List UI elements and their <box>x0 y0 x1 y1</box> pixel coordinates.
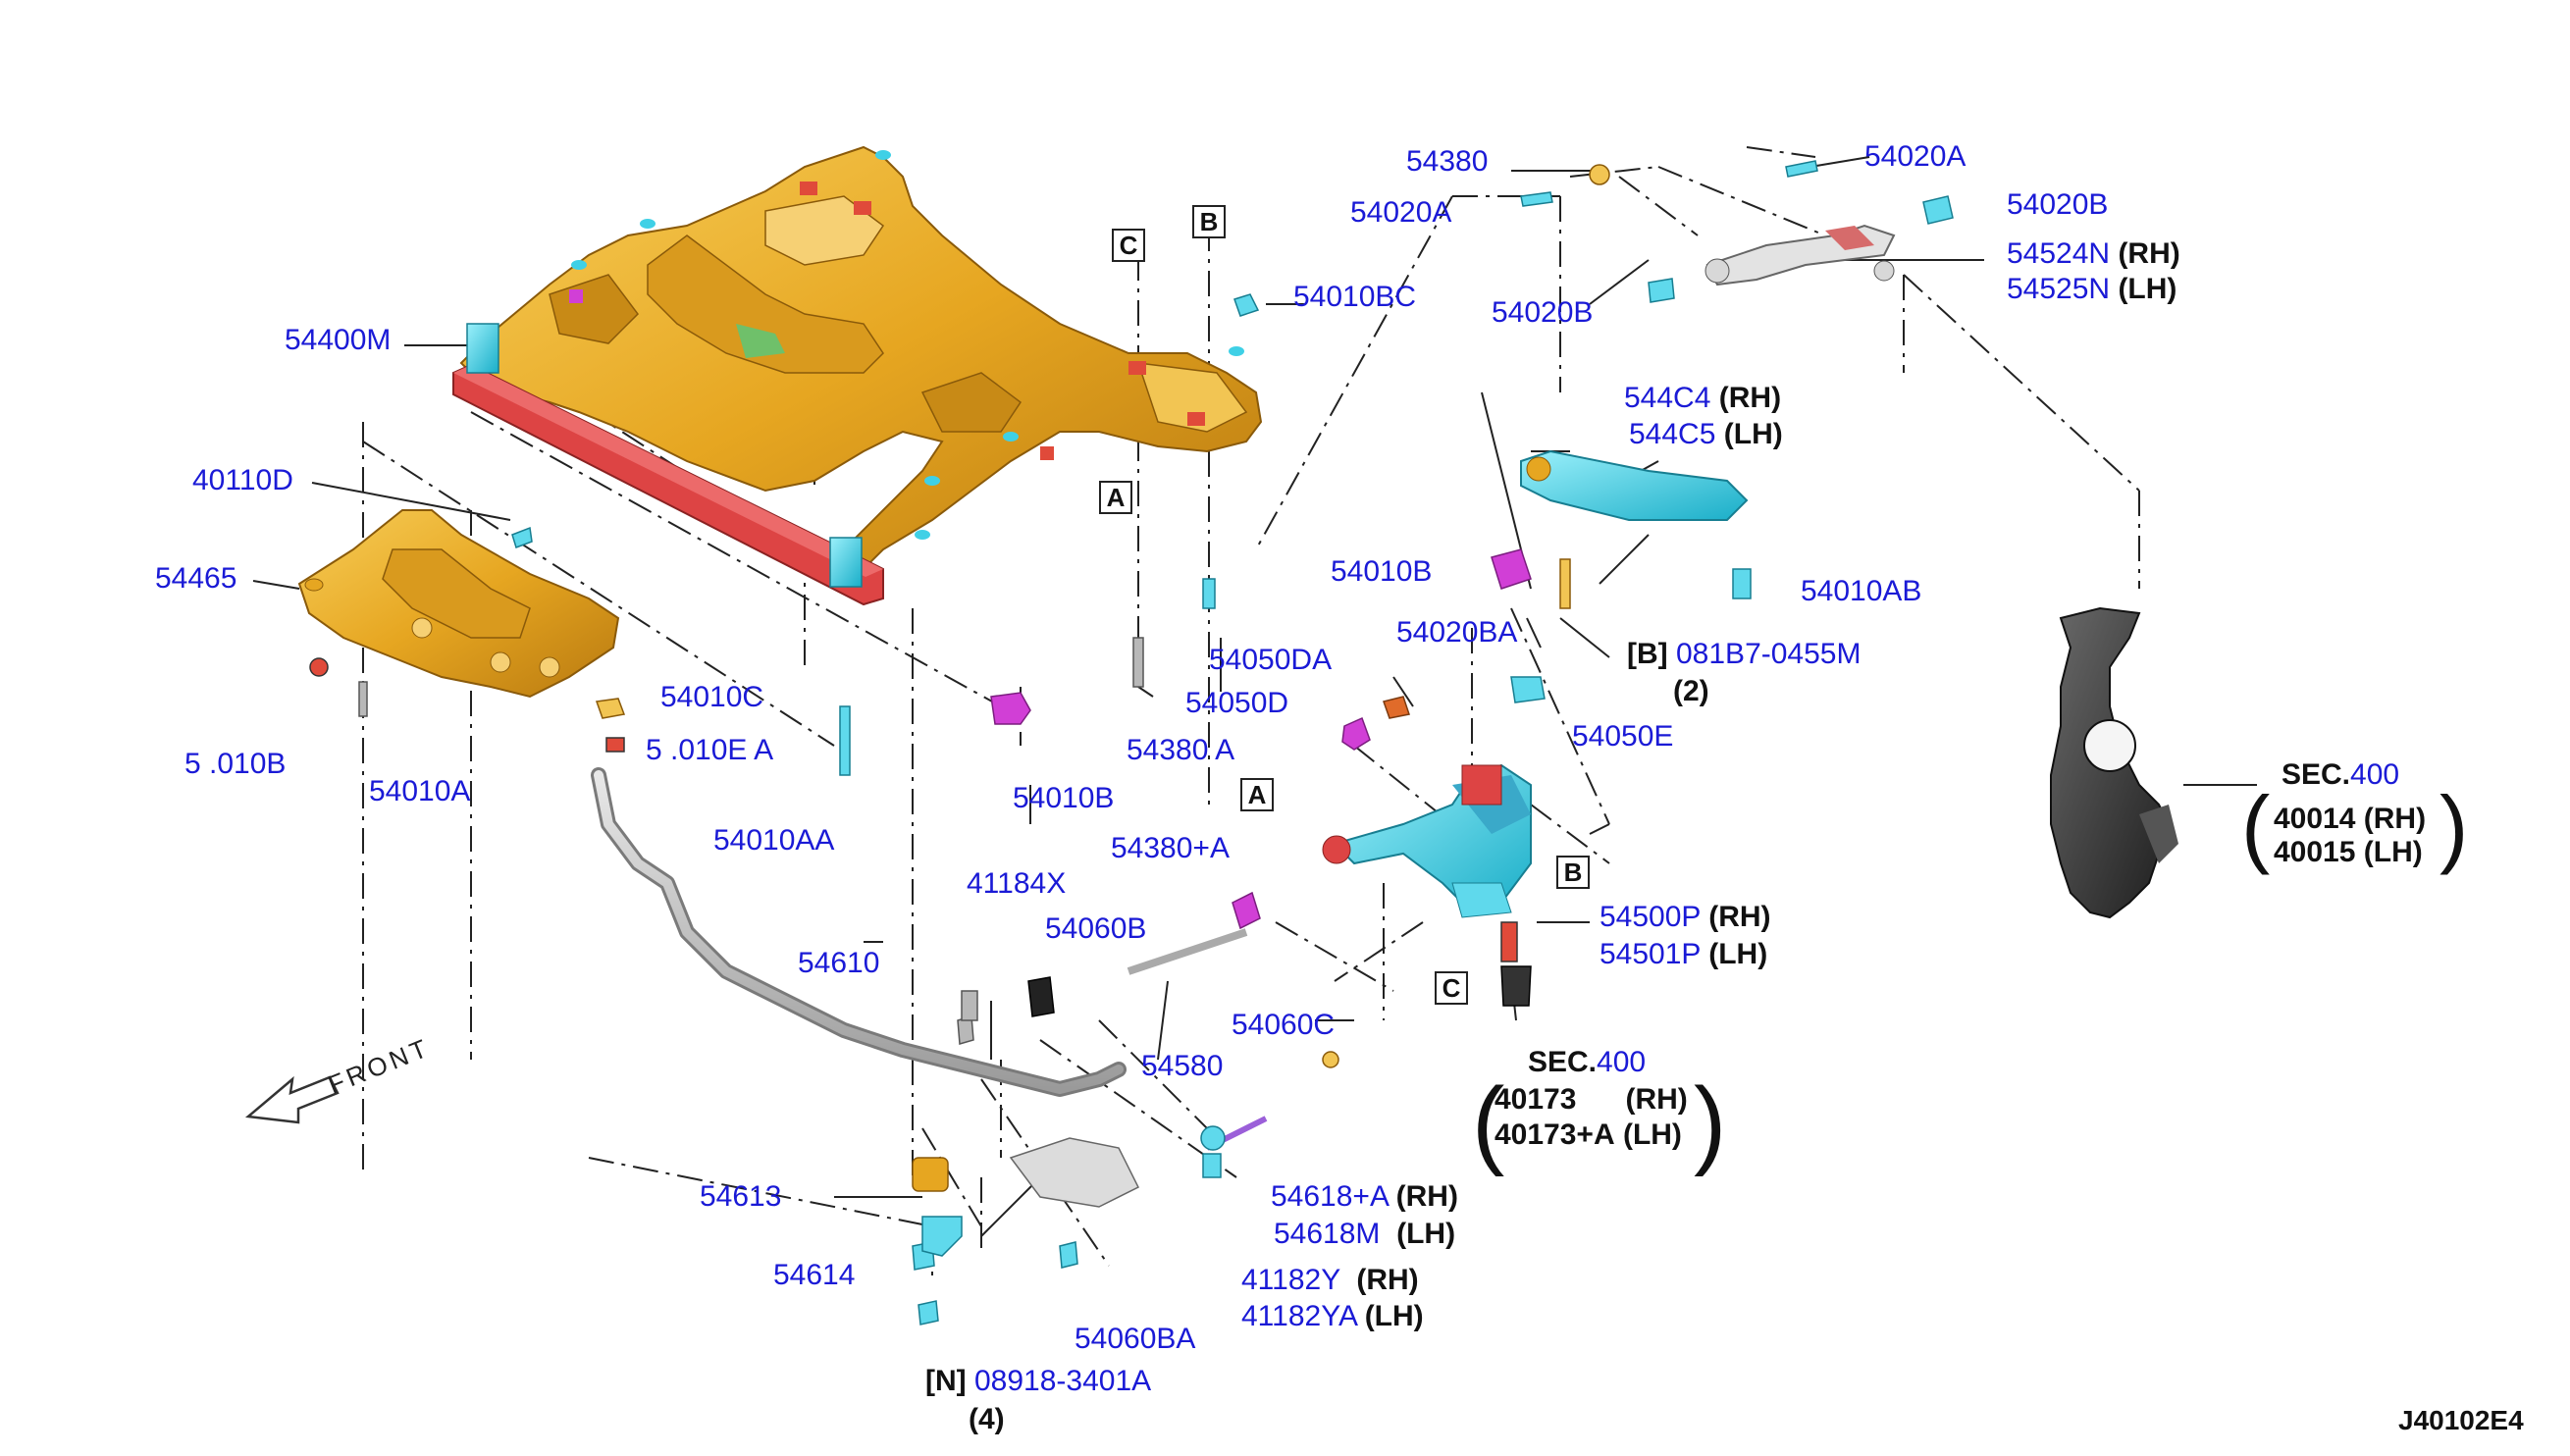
stabilizer-hardware <box>912 990 1268 1257</box>
label-40173[interactable]: 40173 (RH) <box>1495 1083 1688 1116</box>
label-40110d[interactable]: 40110D <box>192 464 293 496</box>
ref-marker-a-top: A <box>1099 481 1132 514</box>
label-54020b-right[interactable]: 54020B <box>2007 188 2109 221</box>
label-40173-a[interactable]: 40173+A (LH) <box>1495 1118 1682 1151</box>
label-081b7-0455m[interactable]: [B] 081B7-0455M <box>1627 638 1862 670</box>
label-54010ea-partial[interactable]: 5 .010E A <box>646 734 774 766</box>
callout-lines <box>252 156 2257 1237</box>
label-54501p[interactable]: 54501P (LH) <box>1600 938 1768 970</box>
paren-left-balljoint: ( <box>1472 1067 1505 1177</box>
label-54020a-right[interactable]: 54020A <box>1864 140 1967 173</box>
lateral-arm <box>1520 449 1749 521</box>
ref-marker-c-lower: C <box>1435 971 1468 1005</box>
label-54050e-partial[interactable]: 54050E <box>1572 720 1674 753</box>
ref-marker-b-lower: B <box>1556 856 1590 889</box>
label-54010b-lower[interactable]: 54010B <box>1013 782 1115 814</box>
label-54465[interactable]: 54465 <box>155 562 237 595</box>
paren-left-knuckle: ( <box>2241 778 2271 875</box>
label-54610[interactable]: 54610 <box>798 947 880 979</box>
label-544c4[interactable]: 544C4 (RH) <box>1624 382 1782 414</box>
label-54380[interactable]: 54380 <box>1406 145 1489 178</box>
paren-right-balljoint: ) <box>1694 1067 1727 1177</box>
lower-control-arm <box>1322 763 1532 918</box>
label-qty-2: (2) <box>1673 675 1709 707</box>
label-54010bc[interactable]: 54010BC <box>1293 281 1417 313</box>
label-54010b-upper[interactable]: 54010B <box>1331 555 1433 588</box>
under-cover <box>297 509 620 699</box>
label-54400m[interactable]: 54400M <box>285 324 392 356</box>
label-54525n[interactable]: 54525N (LH) <box>2007 273 2177 305</box>
label-54618m[interactable]: 54618M (LH) <box>1274 1218 1456 1250</box>
upper-arm <box>1705 224 1896 286</box>
ref-marker-b-top: B <box>1192 205 1226 238</box>
label-40014[interactable]: 40014 (RH) <box>2274 803 2427 835</box>
label-41182y[interactable]: 41182Y (RH) <box>1241 1264 1419 1296</box>
label-54050d[interactable]: 54050D <box>1185 687 1289 719</box>
fasteners <box>309 160 1954 1326</box>
label-41184x[interactable]: 41184X <box>967 867 1067 900</box>
label-54524n[interactable]: 54524N (RH) <box>2007 237 2180 270</box>
label-54010ab[interactable]: 54010AB <box>1801 575 1922 607</box>
label-54010c[interactable]: 54010C <box>660 681 764 713</box>
ref-marker-a-lower: A <box>1240 778 1274 811</box>
front-arrow <box>244 1075 340 1124</box>
diagram-code: J40102E4 <box>2398 1405 2524 1435</box>
paren-right-knuckle: ) <box>2439 778 2469 875</box>
label-54010aa[interactable]: 54010AA <box>713 824 835 857</box>
label-54010b-partial[interactable]: 5 .010B <box>184 748 287 780</box>
label-54010a[interactable]: 54010A <box>369 775 471 807</box>
label-54020ba[interactable]: 54020BA <box>1396 616 1518 649</box>
label-54380a-partial[interactable]: 54380 A <box>1127 734 1235 766</box>
label-08918-3401a[interactable]: [N] 08918-3401A <box>925 1365 1152 1397</box>
label-qty-4: (4) <box>969 1403 1005 1435</box>
label-54020a-left[interactable]: 54020A <box>1350 196 1452 229</box>
label-54060c[interactable]: 54060C <box>1232 1009 1336 1041</box>
label-54060b[interactable]: 54060B <box>1045 912 1147 945</box>
steering-knuckle <box>2050 606 2178 919</box>
stabilizer-bar <box>591 767 1127 1097</box>
label-54618-a[interactable]: 54618+A (RH) <box>1271 1180 1458 1213</box>
label-544c5[interactable]: 544C5 (LH) <box>1629 418 1783 450</box>
label-54050da[interactable]: 54050DA <box>1209 644 1333 676</box>
label-54020b-left[interactable]: 54020B <box>1492 296 1594 329</box>
label-54580[interactable]: 54580 <box>1141 1050 1224 1082</box>
label-sec-400-balljoint[interactable]: SEC.400 <box>1528 1046 1647 1078</box>
ref-marker-c-top: C <box>1112 229 1145 262</box>
label-40015[interactable]: 40015 (LH) <box>2274 836 2423 868</box>
label-54380-a[interactable]: 54380+A <box>1111 832 1230 864</box>
label-54500p[interactable]: 54500P (RH) <box>1600 901 1771 933</box>
label-54060ba[interactable]: 54060BA <box>1075 1323 1196 1355</box>
label-41182ya[interactable]: 41182YA (LH) <box>1241 1300 1424 1332</box>
label-54613[interactable]: 54613 <box>700 1180 782 1213</box>
label-54614[interactable]: 54614 <box>773 1259 856 1291</box>
front-subframe <box>459 145 1263 581</box>
front-crossmember <box>452 323 884 606</box>
label-sec-400-knuckle[interactable]: SEC.400 <box>2282 758 2400 791</box>
